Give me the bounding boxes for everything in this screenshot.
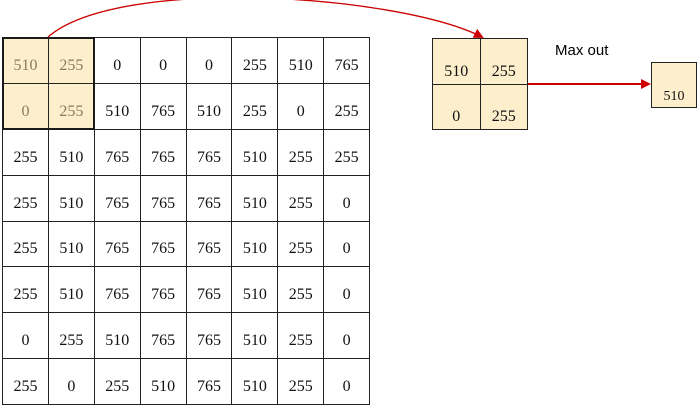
matrix-cell: 510 (94, 313, 141, 360)
matrix-cell: 0 (278, 83, 325, 130)
matrix-cell: 255 (3, 221, 49, 268)
matrix-cell: 765 (324, 38, 370, 84)
matrix-cell: 510 (94, 83, 141, 130)
matrix-cell: 255 (3, 175, 49, 222)
matrix-cell: 510 (232, 359, 279, 405)
matrix-cell: 765 (186, 221, 233, 268)
matrix-cell: 765 (94, 175, 141, 222)
matrix-cell: 765 (186, 359, 233, 405)
matrix-cell: 510 (48, 129, 95, 176)
matrix-cell: 765 (186, 129, 233, 176)
matrix-cell: 765 (140, 313, 187, 360)
matrix-cell: 765 (94, 267, 141, 314)
matrix-cell: 0 (324, 359, 370, 405)
matrix-cell: 765 (186, 267, 233, 314)
matrix-cell: 0 (3, 83, 49, 130)
window-cell: 255 (480, 84, 528, 130)
matrix-cell: 0 (324, 267, 370, 314)
matrix-cell: 765 (140, 175, 187, 222)
matrix-cell: 255 (3, 129, 49, 176)
matrix-cell: 0 (48, 359, 95, 405)
matrix-cell: 510 (48, 267, 95, 314)
matrix-cell: 765 (94, 221, 141, 268)
matrix-cell: 765 (186, 175, 233, 222)
matrix-cell: 510 (232, 267, 279, 314)
matrix-cell: 510 (48, 175, 95, 222)
matrix-cell: 765 (140, 267, 187, 314)
matrix-cell: 255 (278, 313, 325, 360)
matrix-cell: 0 (324, 175, 370, 222)
matrix-cell: 255 (278, 129, 325, 176)
window-cell: 0 (433, 84, 481, 130)
matrix-cell: 255 (278, 359, 325, 405)
matrix-cell: 0 (140, 38, 187, 84)
matrix-cell: 510 (232, 313, 279, 360)
matrix-cell: 765 (140, 221, 187, 268)
matrix-cell: 0 (94, 38, 141, 84)
matrix-cell: 510 (3, 38, 49, 84)
matrix-cell: 0 (324, 221, 370, 268)
matrix-cell: 765 (94, 129, 141, 176)
window-transfer-arrow (47, 0, 484, 38)
matrix-cell: 255 (3, 359, 49, 405)
matrix-cell: 510 (232, 129, 279, 176)
matrix-cell: 510 (232, 221, 279, 268)
matrix-cell: 255 (278, 267, 325, 314)
matrix-cell: 255 (324, 129, 370, 176)
matrix-cell: 255 (94, 359, 141, 405)
matrix-cell: 765 (140, 83, 187, 130)
matrix-cell: 510 (140, 359, 187, 405)
matrix-cell: 765 (140, 129, 187, 176)
matrix-cell: 0 (3, 313, 49, 360)
matrix-cell: 255 (48, 38, 95, 84)
matrix-cell: 255 (3, 267, 49, 314)
window-cell: 255 (480, 39, 528, 85)
matrix-cell: 510 (232, 175, 279, 222)
matrix-cell: 0 (324, 313, 370, 360)
matrix-cell: 510 (48, 221, 95, 268)
matrix-cell: 510 (186, 83, 233, 130)
max-out-label: Max out (555, 42, 609, 59)
matrix-cell: 255 (324, 83, 370, 130)
matrix-cell: 255 (48, 313, 95, 360)
matrix-cell: 255 (232, 38, 279, 84)
matrix-cell: 255 (232, 83, 279, 130)
matrix-cell: 255 (278, 175, 325, 222)
matrix-cell: 0 (186, 38, 233, 84)
window-cell: 510 (433, 39, 481, 85)
matrix-cell: 255 (278, 221, 325, 268)
matrix-cell: 510 (278, 38, 325, 84)
max-output-cell: 510 (651, 62, 697, 108)
matrix-cell: 765 (186, 313, 233, 360)
